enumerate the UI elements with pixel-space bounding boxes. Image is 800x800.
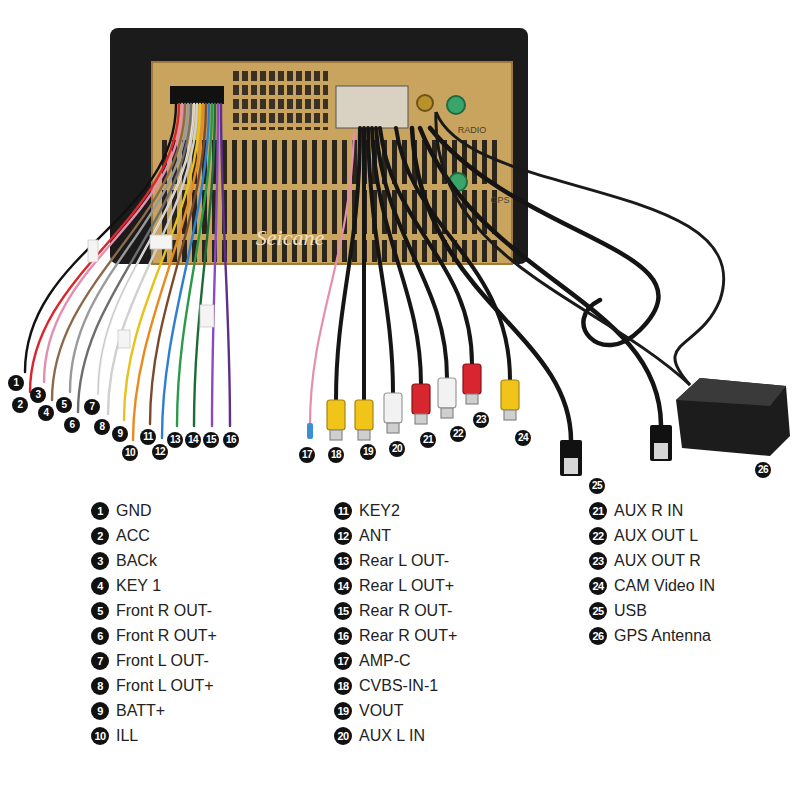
legend-number: 10 [91, 727, 109, 745]
pin-name: Rear L OUT- [359, 553, 449, 569]
legend-number: 1 [91, 502, 109, 520]
pin-name: Front L OUT- [116, 653, 209, 669]
callout-number: 10 [122, 445, 138, 461]
callout-number: 6 [64, 417, 80, 433]
pin-name: VOUT [359, 703, 403, 719]
callout-number: 22 [450, 426, 466, 442]
pin-name: ACC [116, 528, 150, 544]
pin-name: Rear R OUT- [359, 603, 452, 619]
pin-name: ANT [359, 528, 391, 544]
legend-number: 5 [91, 602, 109, 620]
callout-number: 19 [360, 444, 376, 460]
legend-number: 13 [334, 552, 352, 570]
pin-name: AUX OUT L [614, 528, 698, 544]
legend-number: 7 [91, 652, 109, 670]
pin-name: Front L OUT+ [116, 678, 214, 694]
legend-number: 9 [91, 702, 109, 720]
callout-number: 8 [94, 419, 110, 435]
port-label: GPS [490, 196, 509, 205]
legend-number: 18 [334, 677, 352, 695]
pin-name: CAM Video IN [614, 578, 715, 594]
callout-number: 13 [167, 432, 183, 448]
legend-number: 26 [589, 627, 607, 645]
pin-name: Rear R OUT+ [359, 628, 457, 644]
legend-number: 6 [91, 627, 109, 645]
pin-name: Rear L OUT+ [359, 578, 454, 594]
callout-number: 5 [56, 397, 72, 413]
pin-name: AUX OUT R [614, 553, 701, 569]
pin-name: KEY2 [359, 503, 400, 519]
callout-number: 20 [389, 441, 405, 457]
pin-name: Front R OUT+ [116, 628, 217, 644]
callout-number: 7 [84, 399, 100, 415]
pin-name: USB [614, 603, 647, 619]
port-label: RADIO [458, 126, 487, 135]
pin-name: GND [116, 503, 152, 519]
callout-number: 2 [12, 397, 28, 413]
callout-number: 15 [203, 432, 219, 448]
callout-number: 18 [328, 447, 344, 463]
callout-number: 4 [38, 405, 54, 421]
legend-number: 24 [589, 577, 607, 595]
legend-number: 15 [334, 602, 352, 620]
legend-number: 21 [589, 502, 607, 520]
watermark: Seicane [256, 227, 324, 249]
callout-number: 16 [223, 432, 239, 448]
callout-number: 21 [420, 432, 436, 448]
legend-number: 3 [91, 552, 109, 570]
pin-name: AUX R IN [614, 503, 683, 519]
callout-number: 17 [299, 447, 315, 463]
callout-number: 23 [473, 412, 489, 428]
pin-name: KEY 1 [116, 578, 161, 594]
legend-number: 8 [91, 677, 109, 695]
callout-number: 12 [152, 444, 168, 460]
callout-number: 11 [140, 429, 156, 445]
legend-number: 22 [589, 527, 607, 545]
callout-number: 1 [8, 375, 24, 391]
legend-number: 16 [334, 627, 352, 645]
pin-name: BATT+ [116, 703, 165, 719]
legend-number: 12 [334, 527, 352, 545]
pin-name: AMP-C [359, 653, 411, 669]
pin-name: GPS Antenna [614, 628, 711, 644]
legend-number: 19 [334, 702, 352, 720]
pin-name: CVBS-IN-1 [359, 678, 438, 694]
callout-number: 9 [112, 426, 128, 442]
legend-number: 17 [334, 652, 352, 670]
pin-name: AUX L IN [359, 728, 425, 744]
legend-number: 20 [334, 727, 352, 745]
legend-number: 23 [589, 552, 607, 570]
callout-number: 3 [30, 387, 46, 403]
legend-number: 14 [334, 577, 352, 595]
callout-number: 14 [185, 432, 201, 448]
pin-name: ILL [116, 728, 138, 744]
pin-name: BACk [116, 553, 157, 569]
callout-number: 26 [755, 462, 771, 478]
callout-number: 24 [515, 430, 531, 446]
legend-number: 25 [589, 602, 607, 620]
legend-number: 2 [91, 527, 109, 545]
legend-number: 4 [91, 577, 109, 595]
callout-number: 25 [589, 478, 605, 494]
pin-name: Front R OUT- [116, 603, 212, 619]
legend-number: 11 [334, 502, 352, 520]
